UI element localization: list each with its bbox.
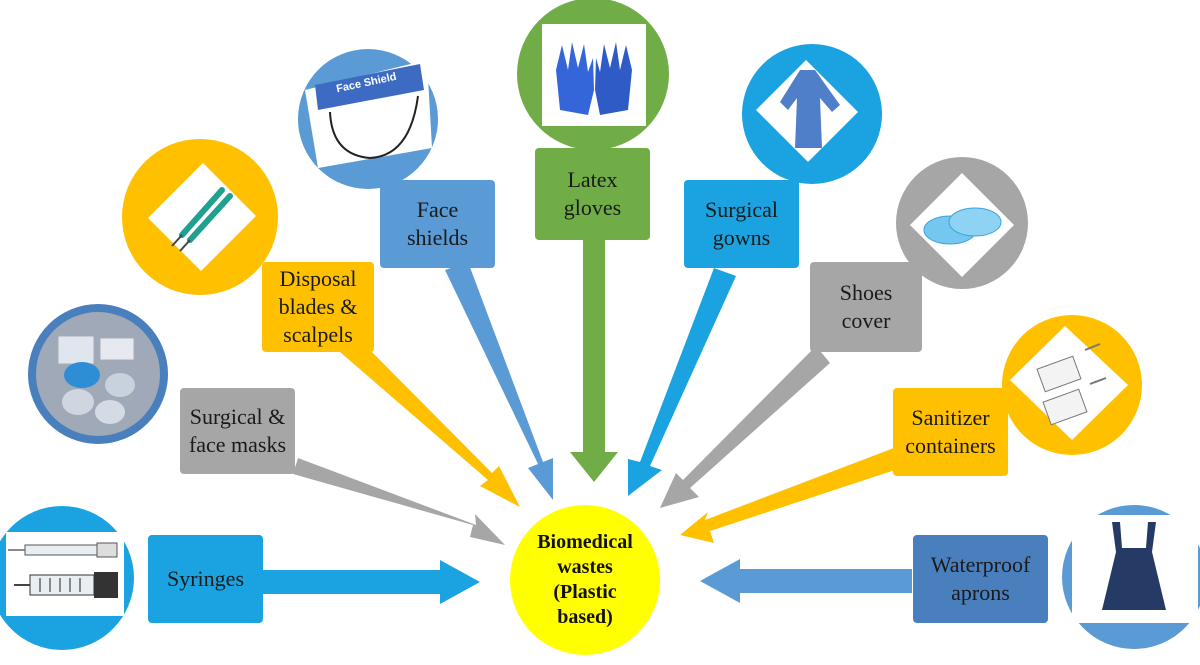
arrow-gloves <box>570 238 618 482</box>
gowns-label-box: Surgical gowns <box>684 180 799 268</box>
aprons-label: Waterproof aprons <box>930 552 1031 605</box>
syringes-label: Syringes <box>167 566 244 591</box>
shoes-label-box: Shoes cover <box>810 262 922 352</box>
arrow-masks <box>293 458 505 545</box>
sanitizer-label-box: Sanitizer containers <box>893 388 1008 476</box>
gloves-label-box: Latex gloves <box>535 148 650 240</box>
shoe-cover-icon <box>896 157 1028 289</box>
arrow-shields <box>445 262 553 500</box>
scalpel-icon <box>122 139 278 295</box>
gowns-label: Surgical gowns <box>705 197 778 250</box>
gown-icon <box>742 44 882 184</box>
gloves-icon <box>517 0 669 150</box>
sanitizer-label: Sanitizer containers <box>905 405 996 458</box>
syringe-icon <box>0 506 134 650</box>
arrow-shoes <box>660 346 830 508</box>
face-mask-icon <box>28 304 168 444</box>
gloves-label: Latex gloves <box>563 167 622 220</box>
shields-label-box: Face shields <box>380 180 495 268</box>
face-shield-icon: Face Shield <box>298 49 438 189</box>
shields-label: Face shields <box>406 197 469 250</box>
masks-label: Surgical & face masks <box>188 404 287 457</box>
arrow-blades <box>340 340 520 507</box>
blades-label-box: Disposal blades & scalpels <box>262 262 374 352</box>
apron-icon <box>1062 505 1200 649</box>
arrow-aprons <box>700 559 912 603</box>
shoes-label: Shoes cover <box>839 280 893 333</box>
masks-label-box: Surgical & face masks <box>180 388 295 474</box>
center-label: Biomedical wastes (Plastic based) <box>537 531 633 628</box>
arrows <box>262 238 912 604</box>
arrow-sanitizer <box>680 448 901 543</box>
arrow-gowns <box>628 268 736 496</box>
sanitizer-icon <box>1002 315 1142 455</box>
aprons-label-box: Waterproof aprons <box>913 535 1048 623</box>
syringes-label-box: Syringes <box>148 535 263 623</box>
arrow-syringes <box>262 560 480 604</box>
blades-label: Disposal blades & scalpels <box>278 266 358 347</box>
center-circle: Biomedical wastes (Plastic based) <box>510 505 660 655</box>
